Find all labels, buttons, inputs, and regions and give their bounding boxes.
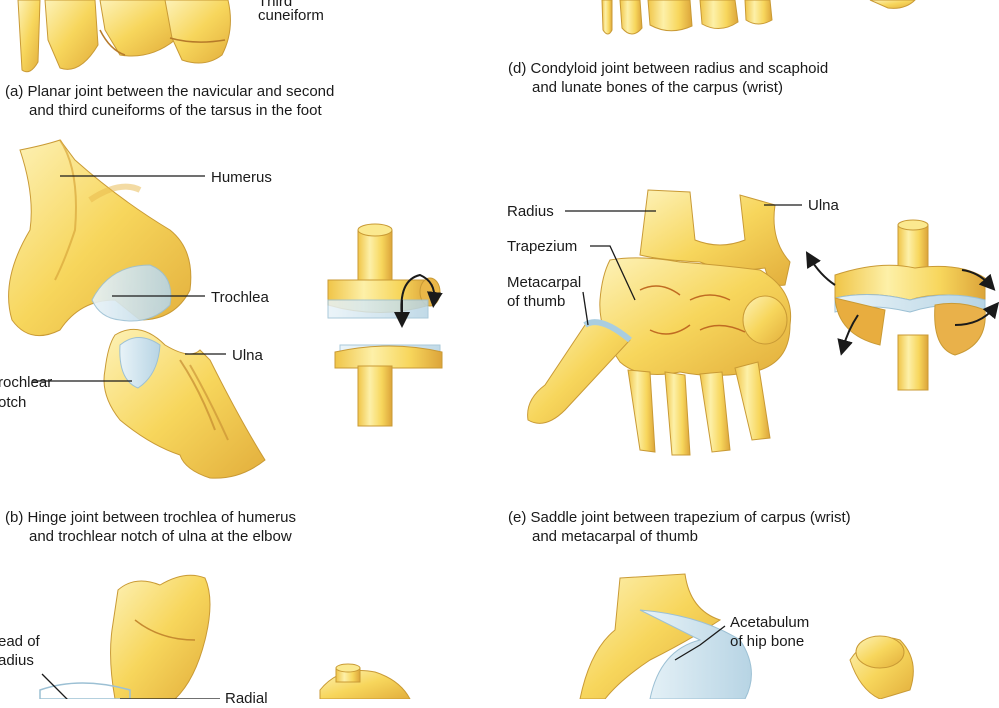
label-trochlea: Trochlea — [211, 289, 269, 306]
caption-d-line2: and lunate bones of the carpus (wrist) — [532, 79, 783, 96]
hinge-joint-model — [327, 223, 443, 427]
caption-e-line2: and metacarpal of thumb — [532, 528, 698, 545]
caption-d-line1: (d) Condyloid joint between radius and s… — [508, 60, 829, 77]
label-acetabulum-2: of hip bone — [730, 633, 805, 650]
label-head-radius-2: adius — [0, 652, 34, 669]
caption-a: (a) Planar joint between the navicular a… — [5, 82, 334, 120]
leader-acetabulum — [674, 625, 726, 661]
leader-metacarpal — [582, 291, 589, 326]
label-head-radius-1: ead of — [0, 633, 40, 650]
label-cuneiform: cuneiform — [258, 7, 324, 24]
label-humerus: Humerus — [211, 169, 272, 186]
caption-b-line2: and trochlear notch of ulna at the elbow — [29, 528, 292, 545]
leader-lines — [32, 175, 802, 699]
label-ulna-e: Ulna — [808, 197, 839, 214]
caption-e: (e) Saddle joint between trapezium of ca… — [508, 508, 851, 546]
label-metacarpal-1: Metacarpal — [507, 274, 582, 291]
saddle-joint-model — [805, 219, 999, 391]
caption-e-line1: (e) Saddle joint between trapezium of ca… — [508, 509, 851, 526]
saddle-joint-wrist-bones — [527, 189, 792, 456]
caption-a-line1: (a) Planar joint between the navicular a… — [5, 83, 335, 100]
planar-joint-foot-bones — [17, 0, 231, 73]
ball-socket-joint-bones — [579, 573, 914, 699]
leader-trapezium — [590, 245, 636, 301]
leader-head-radius — [41, 673, 68, 699]
label-trochlear-notch-2: otch — [0, 394, 27, 411]
caption-a-line2: and third cuneiforms of the tarsus in th… — [29, 102, 322, 119]
label-trapezium: Trapezium — [507, 238, 578, 255]
label-acetabulum-1: Acetabulum — [730, 614, 810, 631]
caption-b: (b) Hinge joint between trochlea of hume… — [5, 508, 296, 546]
condyloid-joint-bones — [601, 0, 916, 35]
label-ulna-b: Ulna — [232, 347, 263, 364]
caption-d: (d) Condyloid joint between radius and s… — [508, 59, 828, 97]
label-third: Third — [258, 0, 293, 10]
caption-b-line1: (b) Hinge joint between trochlea of hume… — [5, 509, 296, 526]
label-radius-e: Radius — [507, 203, 554, 220]
label-trochlear-notch-1: rochlear — [0, 374, 53, 391]
label-metacarpal-2: of thumb — [507, 293, 566, 310]
pivot-joint-bones — [39, 574, 411, 699]
hinge-joint-elbow-bones — [8, 139, 266, 479]
